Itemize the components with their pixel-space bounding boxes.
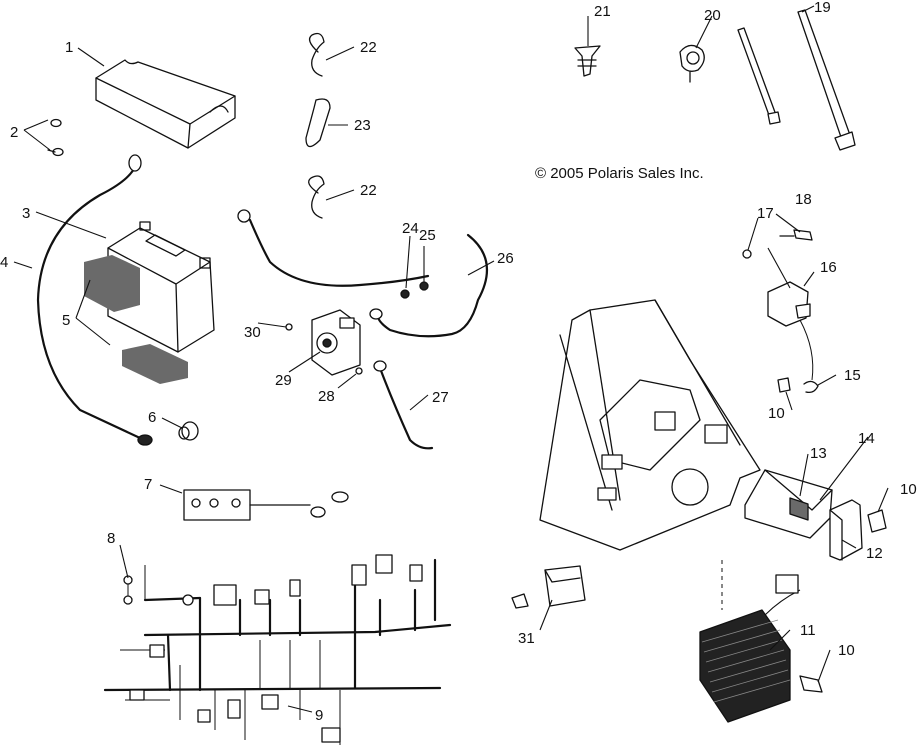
chassis-bracket-icon bbox=[539, 299, 761, 551]
callout-28: 28 bbox=[318, 388, 335, 405]
callout-30: 30 bbox=[244, 324, 261, 341]
callout-14: 14 bbox=[858, 430, 875, 447]
callout-4: 4 bbox=[0, 254, 8, 271]
voltage-regulator-icon bbox=[699, 574, 823, 723]
cdi-box-icon bbox=[744, 469, 833, 539]
screw-icon bbox=[47, 118, 64, 157]
callout-21: 21 bbox=[594, 3, 611, 20]
callout-18: 18 bbox=[795, 191, 812, 208]
battery-cable-icon bbox=[36, 154, 153, 446]
battery-icon bbox=[107, 221, 215, 353]
callout-11: 11 bbox=[800, 622, 816, 639]
callout-29: 29 bbox=[275, 372, 292, 389]
bolt-icon bbox=[742, 229, 813, 393]
callout-15: 15 bbox=[844, 367, 861, 384]
starter-solenoid-icon bbox=[311, 309, 361, 376]
clip-icon bbox=[305, 32, 331, 219]
callout-8: 8 bbox=[107, 530, 115, 547]
callout-22-b: 22 bbox=[360, 182, 377, 199]
terminal-bolt-icon bbox=[178, 421, 199, 441]
callout-13: 13 bbox=[810, 445, 827, 462]
callout-26: 26 bbox=[497, 250, 514, 267]
cable-icon bbox=[237, 209, 488, 450]
callout-labels: 1 2 3 4 5 6 7 8 9 10 10 10 11 12 13 14 1… bbox=[0, 0, 917, 724]
relay-module-icon bbox=[511, 565, 586, 609]
callout-9: 9 bbox=[315, 707, 323, 724]
callout-27: 27 bbox=[432, 389, 449, 406]
callout-23: 23 bbox=[354, 117, 371, 134]
callout-1: 1 bbox=[65, 39, 73, 56]
battery-cover-icon bbox=[95, 59, 236, 149]
callout-7: 7 bbox=[144, 476, 152, 493]
callout-19: 19 bbox=[814, 0, 831, 16]
mounting-bracket-icon bbox=[183, 489, 349, 521]
callout-17: 17 bbox=[757, 205, 774, 222]
push-clip-icon bbox=[574, 45, 601, 77]
callout-10-c: 10 bbox=[838, 642, 855, 659]
ignition-switch-icon bbox=[767, 281, 819, 394]
cable-clip-icon bbox=[679, 44, 705, 83]
callout-25: 25 bbox=[419, 227, 436, 244]
regulator-bracket-icon bbox=[829, 499, 887, 561]
callout-22-a: 22 bbox=[360, 39, 377, 56]
callout-3: 3 bbox=[22, 205, 30, 222]
cable-tie-icon bbox=[737, 9, 856, 151]
callout-24: 24 bbox=[402, 220, 419, 237]
callout-12: 12 bbox=[866, 545, 883, 562]
leader-lines bbox=[13, 5, 889, 713]
callout-10-a: 10 bbox=[768, 405, 785, 422]
copyright-notice: © 2005 Polaris Sales Inc. bbox=[535, 165, 704, 182]
nut-icon bbox=[400, 281, 429, 299]
wiring-harness-icon bbox=[103, 554, 452, 745]
callout-6: 6 bbox=[148, 409, 156, 426]
callout-10-b: 10 bbox=[900, 481, 917, 498]
battery-pad-icon bbox=[84, 255, 188, 384]
callout-5: 5 bbox=[62, 312, 70, 329]
callout-20: 20 bbox=[704, 7, 721, 24]
callout-2: 2 bbox=[10, 124, 18, 141]
callout-16: 16 bbox=[820, 259, 837, 276]
callout-31: 31 bbox=[518, 630, 535, 647]
